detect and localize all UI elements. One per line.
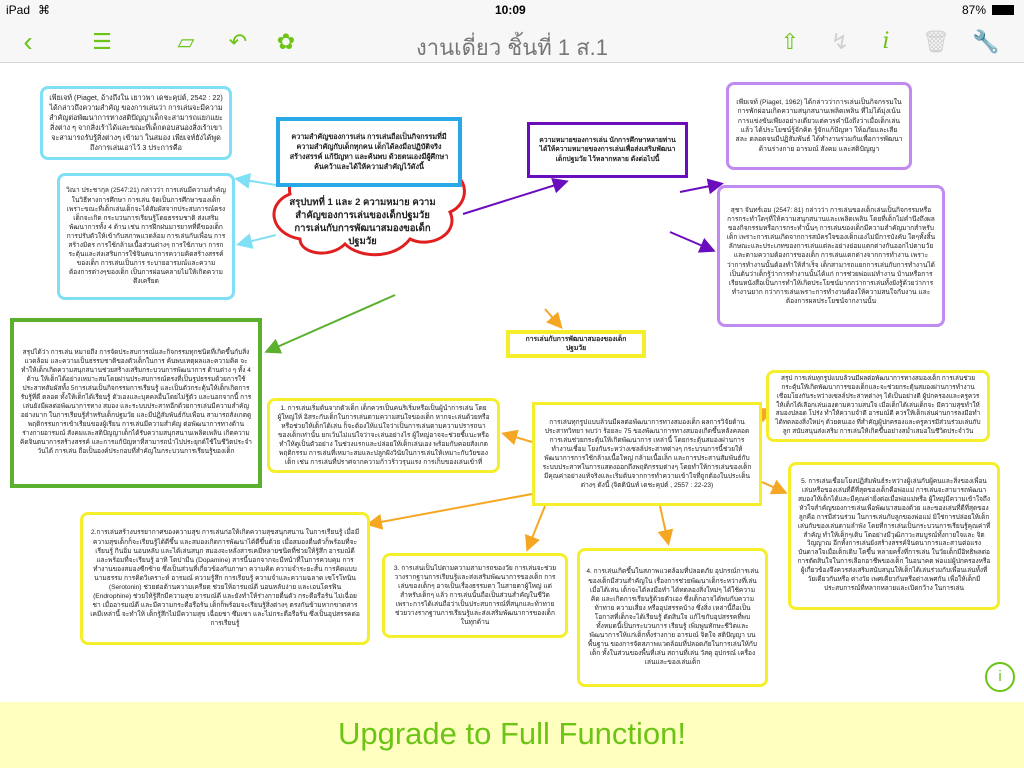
piaget-importance-node[interactable]: เพียเจท์ (Piaget, อ้างถึงใน เยาวพา เดชะค… <box>40 86 232 160</box>
help-bubble-icon[interactable]: i <box>985 662 1015 692</box>
sucha-node[interactable]: สุชา จันทร์เอม (2547: 81) กล่าวว่า การเล… <box>717 185 945 327</box>
undo-icon[interactable]: ↶ <box>228 29 248 54</box>
outline-list-icon[interactable]: ☰ <box>92 29 112 54</box>
link-center-point4 <box>657 505 674 546</box>
wrench-icon[interactable]: 🔧 <box>972 29 1000 54</box>
link-center-point5 <box>761 479 788 495</box>
link-root-meaning <box>462 177 569 215</box>
brain-summary-node[interactable]: สรุป การเล่นทุกรูปแบบล้วนมีผลต่อพัฒนาการ… <box>766 370 990 442</box>
battery-percent: 87% <box>962 3 987 17</box>
link-meaning-sucha <box>669 231 716 253</box>
link-root-brain <box>544 308 563 329</box>
document-title: งานเดี่ยว ชิ้นที่ 1 ส.1 <box>415 35 608 60</box>
theme-icon[interactable]: ✿ <box>276 29 296 54</box>
link-center-point1 <box>501 429 533 446</box>
brain-heading-node[interactable]: การเล่นกับการพัฒนาสมองของเด็กปฐมวัย <box>506 330 646 358</box>
piaget-meaning-node[interactable]: เพียเจท์ (Piaget, 1962) ได้กล่าวว่าการเล… <box>726 82 912 170</box>
importance-node[interactable]: ความสำคัญของการเล่น การเล่นถือเป็นกิจกรร… <box>276 117 462 187</box>
toolbar: งานเดี่ยว ชิ้นที่ 1 ส.1 ‹ ☰ ▱ ↶ ✿ ⇧ ↯ i … <box>0 20 1024 63</box>
mind-map-canvas[interactable]: สรุปบทที่ 1 และ 2 ความหมาย ความสำคัญของก… <box>0 64 1024 702</box>
wina-node[interactable]: วิณา ประชากุล (2547:21) กล่าวว่า การเล่น… <box>57 173 235 300</box>
add-node-icon[interactable]: ▱ <box>177 29 195 54</box>
status-bar: iPad ⌘ 10:09 87% <box>0 0 1024 20</box>
point5-node[interactable]: 5. การเล่นเชื่อมโยงปฏิสัมพันธ์ระหว่างผู้… <box>788 462 1000 610</box>
point2-node[interactable]: 2.การเล่นสร้างบรรยากาศของความสุข การเล่น… <box>80 512 370 645</box>
link-importance-piaget <box>234 172 277 189</box>
link-meaning-piaget <box>679 178 724 195</box>
point4-node[interactable]: 4. การเล่นเกิดขึ้นในสภาพแวดล้อมที่ปลอดภั… <box>577 548 768 687</box>
lightning-icon[interactable]: ↯ <box>830 29 850 54</box>
summary-node[interactable]: สรุปได้ว่า การเล่น หมายถึง การจัดประสบกา… <box>10 318 262 488</box>
wifi-icon: ⌘ <box>38 3 50 17</box>
trash-icon[interactable]: 🗑 <box>922 29 950 54</box>
back-icon[interactable]: ‹ <box>23 26 33 57</box>
upgrade-banner[interactable]: Upgrade to Full Function! <box>0 702 1024 768</box>
link-importance-wina <box>236 233 277 249</box>
meaning-node[interactable]: ความหมายของการเล่น นักการศึกษาหลายท่านได… <box>527 122 688 178</box>
device-label: iPad <box>6 3 31 17</box>
link-root-summary <box>264 294 396 354</box>
point3-node[interactable]: 3. การเล่นเป็นไปตามความสามารถของวัย การเ… <box>382 553 568 638</box>
point1-node[interactable]: 1. การเล่นเริ่มต้นจากตัวเด็ก เด็กควรเป็น… <box>267 398 500 473</box>
brain-main-node[interactable]: การเล่นทุกรูปแบบล้วนมีผลต่อพัฒนาการทางสม… <box>532 402 762 506</box>
clock: 10:09 <box>495 3 526 17</box>
share-icon[interactable]: ⇧ <box>780 29 800 54</box>
info-icon[interactable]: i <box>882 29 890 54</box>
battery-icon <box>992 5 1014 15</box>
link-center-point2 <box>366 493 533 530</box>
root-topic[interactable]: สรุปบทที่ 1 และ 2 ความหมาย ความสำคัญของก… <box>289 196 436 248</box>
link-center-point3 <box>525 505 546 552</box>
